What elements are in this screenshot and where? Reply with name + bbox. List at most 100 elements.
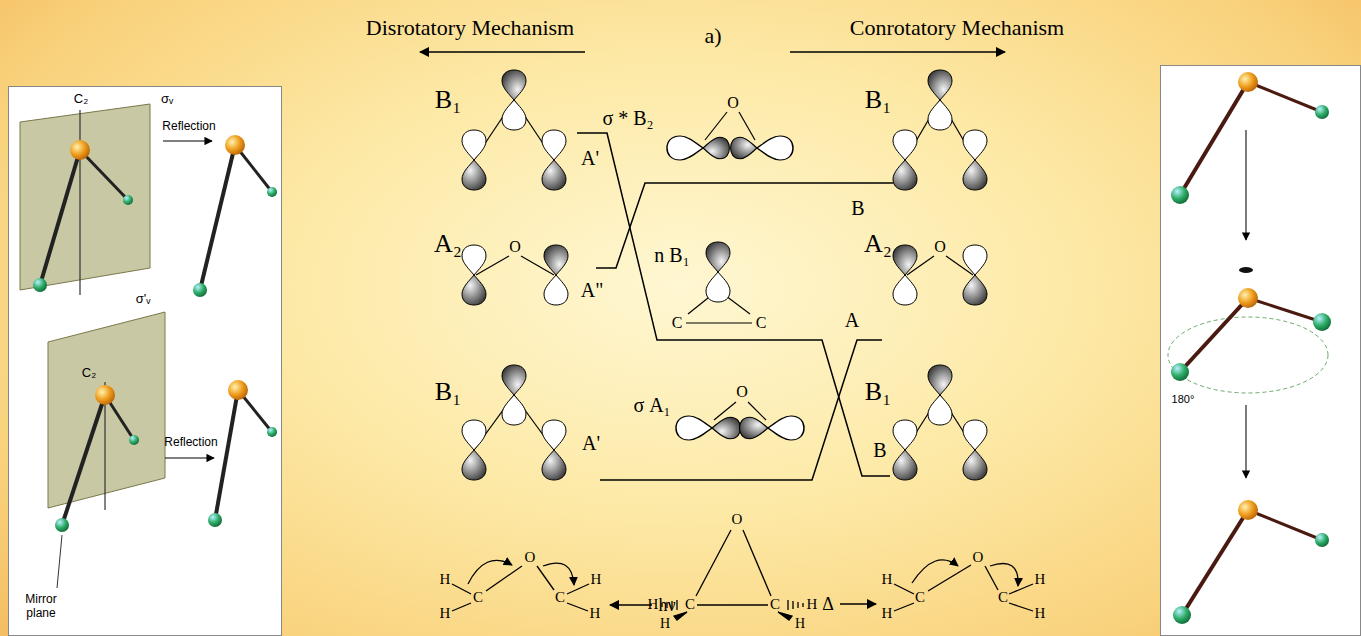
symmetry-panel-picture — [55, 518, 69, 532]
symmetry-panel-picture — [48, 312, 165, 508]
atom-label: C — [555, 589, 565, 606]
orbital-picture — [462, 420, 486, 480]
symmetry-label: A₂ — [434, 229, 462, 259]
orbital-picture — [928, 365, 952, 425]
atom-label: H — [440, 605, 451, 622]
atom-label: H — [1035, 571, 1046, 588]
rotation-panel-picture — [1160, 65, 1361, 636]
rotation-panel-picture — [1180, 82, 1248, 195]
symmetry-label: B₁ — [435, 377, 461, 407]
orbital-picture — [712, 417, 741, 439]
symmetry-panel-picture — [95, 385, 115, 405]
level-label: B — [873, 439, 886, 462]
orbital-picture — [462, 70, 987, 480]
molecule-bonds — [894, 584, 914, 594]
molecule-bonds — [990, 564, 1018, 587]
symmetry-panel: C₂σᵥReflectionσ'ᵥC₂ReflectionMirror plan… — [8, 86, 282, 636]
atom-label: O — [525, 549, 536, 566]
rotation-panel: 180° — [1160, 65, 1361, 636]
orbital-picture — [963, 245, 987, 305]
molecule-bonds — [567, 584, 589, 594]
symmetry-panel-picture — [123, 195, 133, 205]
molecule-bonds — [537, 566, 554, 590]
rotation-panel-picture — [1239, 267, 1253, 273]
orbital-picture — [731, 137, 757, 159]
symmetry-panel-picture — [129, 435, 139, 445]
symmetry-panel-picture — [225, 135, 245, 155]
molecule-bonds — [928, 565, 971, 591]
symmetry-panel-picture — [215, 390, 238, 520]
correlation-line — [577, 133, 893, 480]
symmetry-label: B₁ — [865, 85, 891, 115]
molecule-bonds — [543, 563, 574, 585]
rotation-panel-picture — [1160, 65, 1361, 636]
orbital-picture — [757, 136, 793, 160]
operation-label: Reflection — [164, 436, 217, 450]
atom-label: O — [934, 238, 946, 256]
orbital-picture — [703, 137, 729, 159]
molecule-bonds — [468, 560, 512, 584]
orbital-label: n B₁ — [654, 244, 689, 267]
orbital-picture — [893, 245, 917, 305]
orbital-picture — [739, 112, 755, 140]
atom-label: H — [882, 571, 893, 588]
symmetry-panel-picture — [8, 86, 282, 636]
orbital-picture — [893, 130, 917, 190]
atom-label: C — [685, 596, 695, 613]
rotation-panel-picture — [1238, 500, 1258, 520]
rotation-panel-picture — [1168, 317, 1328, 393]
molecule-bonds — [452, 530, 1033, 620]
atom-label: O — [973, 549, 984, 566]
atom-label: O — [732, 511, 743, 528]
atom-label: H — [660, 616, 670, 632]
molecule-bonds — [802, 603, 803, 607]
orbital-picture — [963, 420, 987, 480]
symmetry-panel-picture — [33, 278, 47, 292]
symmetry-label: A₂ — [864, 229, 892, 259]
atom-label: H — [807, 596, 818, 613]
direction-arrow — [420, 51, 1005, 53]
correlation-line — [577, 133, 890, 476]
plane-label: σᵥ — [161, 92, 173, 107]
rotation-panel-picture — [1248, 298, 1322, 322]
heading-text: Disrotatory Mechanism — [366, 15, 574, 40]
orbital-picture — [676, 416, 712, 440]
rotation-panel-picture — [1245, 130, 1246, 240]
rotation-panel-picture — [1238, 288, 1258, 308]
rotation-panel-picture — [1248, 82, 1322, 112]
orbital-picture — [667, 136, 703, 160]
molecule-bonds — [797, 602, 798, 608]
plane-caption: Mirror plane — [16, 593, 66, 621]
symmetry-panel-picture — [200, 145, 235, 290]
orbital-picture — [462, 245, 486, 305]
symmetry-panel-picture — [228, 380, 248, 400]
symmetry-panel-picture — [208, 513, 222, 527]
orbital-picture — [963, 130, 987, 190]
molecule-bonds — [696, 530, 731, 596]
orbital-picture — [542, 420, 566, 480]
reaction-condition: Δ — [822, 594, 834, 615]
symmetry-panel-picture — [267, 427, 277, 437]
axis-label: C₂ — [82, 366, 96, 381]
atom-label: C — [672, 314, 683, 332]
atom-label: H — [795, 616, 805, 632]
orbital-picture — [676, 402, 804, 440]
symmetry-panel-picture — [70, 140, 90, 160]
atom-label: O — [727, 94, 739, 112]
molecule-bonds — [985, 566, 998, 590]
molecule-bonds — [840, 603, 876, 605]
molecule-bonds — [674, 612, 687, 620]
orbital-picture — [667, 112, 793, 160]
atom-label: C — [998, 589, 1008, 606]
rotation-panel-picture — [1182, 510, 1248, 615]
atom-label: H — [1035, 605, 1046, 622]
atom-label: H — [882, 605, 893, 622]
direction-arrow — [790, 51, 1005, 53]
symmetry-label: B₁ — [435, 85, 461, 115]
orbital-label: σ A₁ — [633, 394, 670, 417]
atom-label: C — [473, 589, 483, 606]
symmetry-panel-picture — [8, 86, 282, 636]
rotation-panel-picture — [1180, 298, 1248, 372]
molecule-bonds — [452, 584, 471, 594]
atom-label: C — [770, 596, 780, 613]
